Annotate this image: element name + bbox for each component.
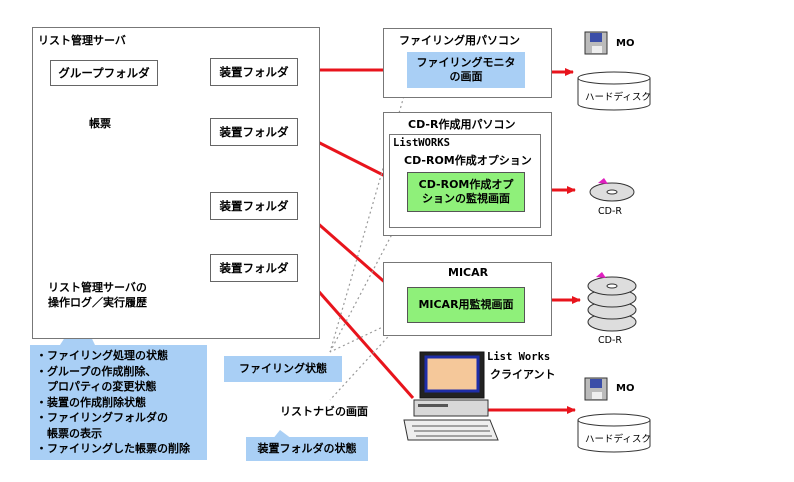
device-folder-1[interactable]: 装置フォルダ <box>210 58 298 86</box>
cdrom-screen-line1: CD-ROM作成オプ <box>418 178 514 191</box>
hard-disk-top <box>577 71 651 111</box>
status-line: 帳票の表示 <box>36 426 102 440</box>
filing-status-callout: ファイリング状態 <box>224 356 342 382</box>
filing-monitor-line2: の画面 <box>449 70 483 83</box>
filing-monitor-screen[interactable]: ファイリングモニタ の画面 <box>407 52 525 88</box>
cdr-disc-icon <box>589 178 635 202</box>
status-line: ・ファイリング処理の状態 <box>36 349 168 362</box>
mo-disk-icon <box>584 31 608 55</box>
cdrom-option-label: CD-ROM作成オプション <box>404 154 532 167</box>
filing-pc-title: ファイリング用パソコン <box>399 34 520 47</box>
server-log-label-2: 操作ログ／実行履歴 <box>48 296 147 309</box>
hdd-label-top: ハードディスク <box>585 92 651 103</box>
mo-label-top: MO <box>616 38 635 49</box>
hard-disk-bottom <box>577 413 651 453</box>
server-log-label-1: リスト管理サーバの <box>48 281 147 294</box>
device-folder-4[interactable]: 装置フォルダ <box>210 254 298 282</box>
filing-monitor-line1: ファイリングモニタ <box>416 56 516 69</box>
status-line: ・グループの作成削除、 <box>36 364 157 378</box>
listnavi-screen-label: リストナビの画面 <box>280 405 368 418</box>
mo-label-bottom: MO <box>616 383 635 394</box>
ledger-label: 帳票 <box>89 117 111 130</box>
status-line: ・ファイリングフォルダの <box>36 411 168 424</box>
listworks-label: ListWORKS <box>393 137 450 149</box>
group-folder[interactable]: グループフォルダ <box>50 60 158 86</box>
status-line: ・ファイリングした帳票の削除 <box>36 442 190 455</box>
device-folder-3[interactable]: 装置フォルダ <box>210 192 298 220</box>
hdd-label-bottom: ハードディスク <box>585 434 651 445</box>
cdr-label-single: CD-R <box>598 206 622 217</box>
micar-title: MICAR <box>448 266 489 279</box>
client-pc-icon <box>403 351 499 441</box>
cdr-label-stack: CD-R <box>598 335 622 346</box>
cdr-pc-title: CD-R作成用パソコン <box>408 118 516 131</box>
cdr-stack-icon <box>587 272 637 332</box>
list-server-title: リスト管理サーバ <box>38 34 126 47</box>
client-name-line1: List Works <box>487 351 551 363</box>
status-line: ・装置の作成削除状態 <box>36 395 146 409</box>
mo-disk-icon <box>584 377 608 401</box>
status-line: プロパティの変更状態 <box>36 380 157 393</box>
device-folder-status-callout: 装置フォルダの状態 <box>246 437 368 461</box>
micar-monitor-screen[interactable]: MICAR用監視画面 <box>407 287 525 323</box>
client-name-line2: クライアント <box>490 368 556 381</box>
device-folder-2[interactable]: 装置フォルダ <box>210 118 298 146</box>
cdrom-monitor-screen[interactable]: CD-ROM作成オプ ションの監視画面 <box>407 172 525 212</box>
server-status-callout: ・ファイリング処理の状態 ・グループの作成削除、 プロパティの変更状態 ・装置の… <box>30 345 207 460</box>
cdrom-screen-line2: ションの監視画面 <box>422 192 510 205</box>
